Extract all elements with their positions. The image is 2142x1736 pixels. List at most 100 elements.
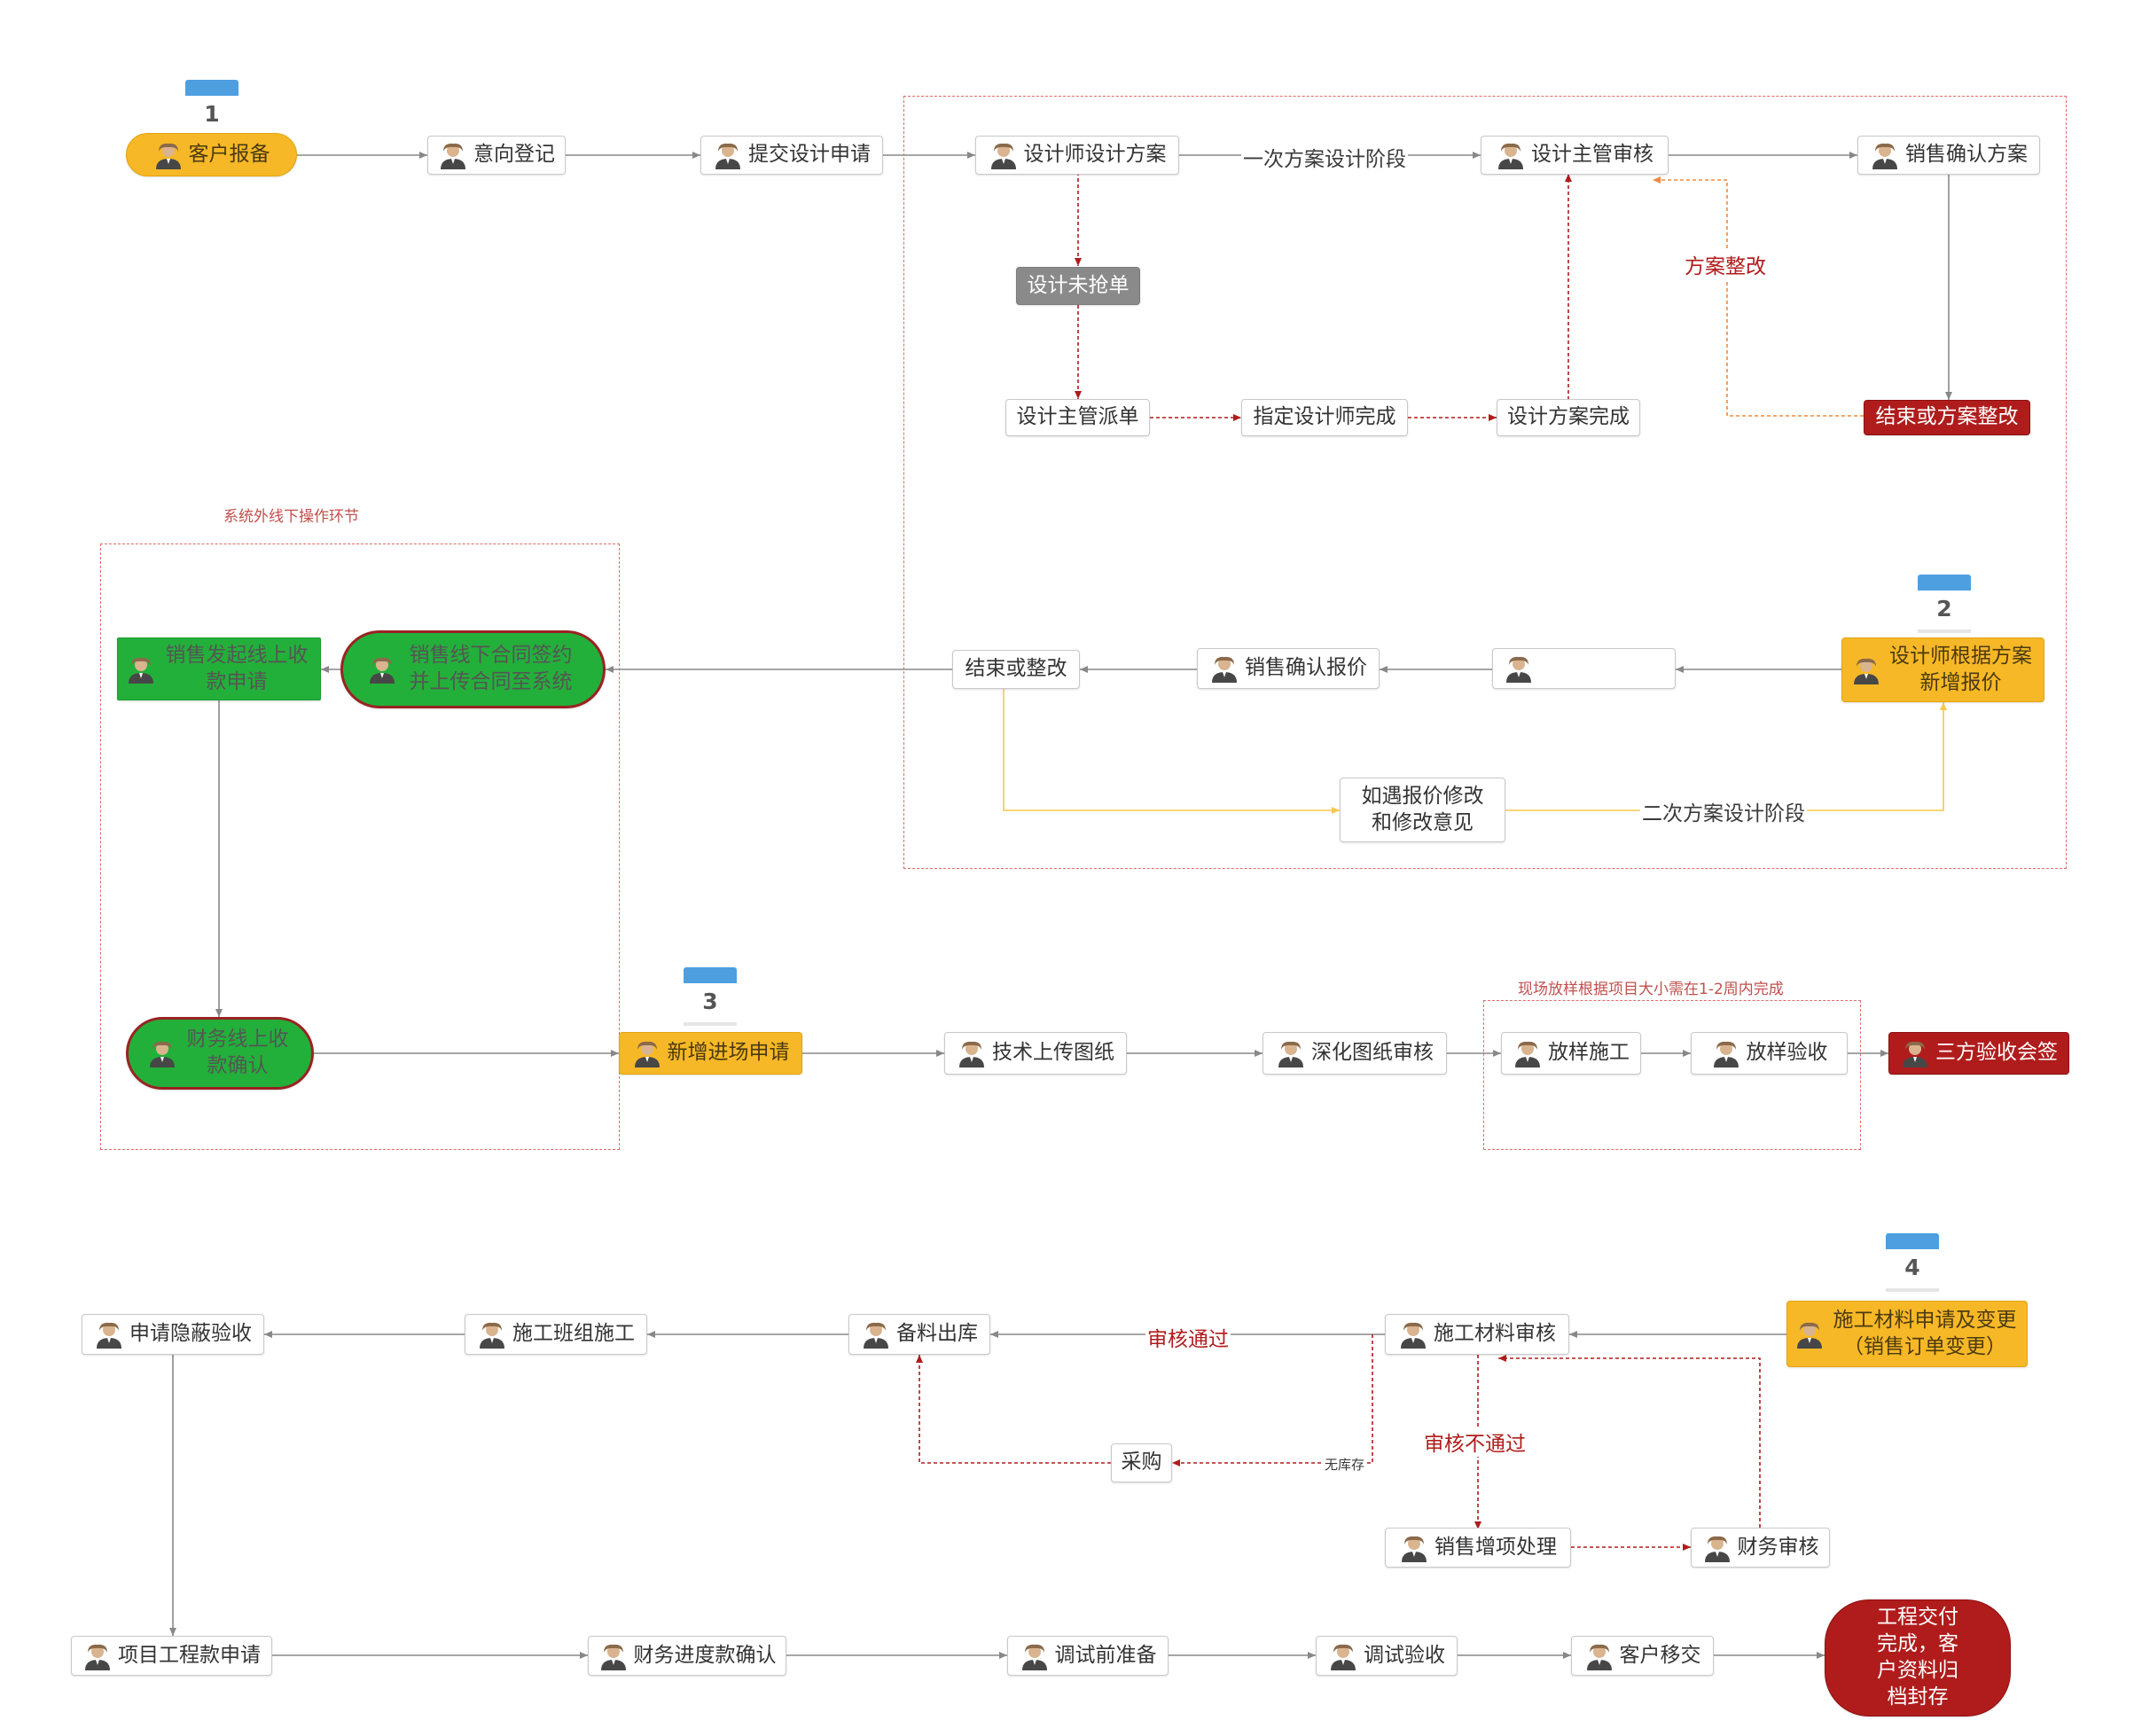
node-purchase[interactable]: 采购: [1111, 1443, 1172, 1482]
node-sales-confirm-quote[interactable]: 销售确认报价: [1197, 648, 1380, 689]
offline-ops-region-title: 系统外线下操作环节: [223, 508, 359, 526]
person-icon: [1209, 653, 1239, 684]
person-icon: [126, 654, 156, 684]
node-label: 放样验收: [1746, 1041, 1828, 1065]
edge-label-review-pass: 审核通过: [1145, 1322, 1231, 1352]
node-submit-design-apply[interactable]: 提交设计申请: [700, 136, 883, 175]
step-badge-2: 2: [1918, 575, 1971, 633]
node-material-review[interactable]: 施工材料审核: [1385, 1314, 1569, 1355]
node-finance-review[interactable]: 财务审核: [1691, 1528, 1830, 1568]
node-pre-debug-prep[interactable]: 调试前准备: [1007, 1636, 1169, 1676]
node-label: 设计主管派单: [1016, 405, 1139, 429]
node-label: 项目工程款申请: [118, 1643, 261, 1667]
node-finance-confirm[interactable]: 财务线上收款确认: [126, 1017, 314, 1090]
node-customer-report[interactable]: 客户报备: [126, 133, 297, 176]
team-icon: [1851, 655, 1881, 685]
node-label: 施工材料申请及变更（销售订单变更）: [1833, 1308, 2017, 1358]
node-label: 销售确认方案: [1905, 143, 2028, 167]
node-label: 施工材料审核: [1434, 1322, 1556, 1346]
person-sunglasses-icon: [1702, 1533, 1732, 1563]
person-sunglasses-icon: [1504, 653, 1534, 684]
node-tripartite-signoff[interactable]: 三方验收会签: [1888, 1032, 2069, 1075]
person-icon: [1020, 1641, 1050, 1671]
node-sales-extra-items[interactable]: 销售增项处理: [1385, 1528, 1571, 1568]
node-label: 财务线上收款确认: [186, 1028, 289, 1077]
person-icon: [1513, 1038, 1543, 1068]
edge: [1003, 689, 1340, 814]
node-intent-register[interactable]: 意向登记: [427, 136, 566, 175]
layout-region: [1483, 1000, 1861, 1150]
person-sunglasses-icon: [94, 1319, 124, 1349]
node-layout-acceptance[interactable]: 放样验收: [1691, 1032, 1848, 1075]
node-project-delivered[interactable]: 工程交付完成，客户资料归档封存: [1825, 1599, 2011, 1716]
edge-label-no-stock: 无库存: [1323, 1455, 1367, 1474]
node-label: 结束或方案整改: [1875, 405, 2019, 429]
node-end-or-revise[interactable]: 结束或整改: [952, 650, 1080, 689]
offline-ops-region: [100, 543, 620, 1150]
node-label: 提交设计申请: [748, 143, 871, 167]
node-label: 意向登记: [473, 143, 555, 167]
node-label: 财务进度款确认: [633, 1643, 777, 1667]
person-icon: [957, 1038, 987, 1068]
node-offline-contract[interactable]: 销售线下合同签约并上传合同至系统: [340, 630, 606, 708]
edge: [1172, 1334, 1373, 1466]
person-icon: [1584, 1641, 1614, 1671]
node-design-manager-review[interactable]: 设计主管审核: [1481, 136, 1669, 175]
node-label: 设计未抢单: [1027, 273, 1130, 297]
node-label: 三方验收会签: [1935, 1041, 2058, 1065]
person-icon: [713, 140, 743, 170]
node-blank[interactable]: [1492, 648, 1676, 689]
node-label: 指定设计师完成: [1253, 405, 1396, 429]
node-customer-handover[interactable]: 客户移交: [1571, 1636, 1714, 1676]
node-finance-progress-confirm[interactable]: 财务进度款确认: [588, 1636, 786, 1676]
node-design-manager-dispatch[interactable]: 设计主管派单: [1005, 399, 1150, 436]
team-icon: [477, 1319, 507, 1349]
node-new-site-apply[interactable]: 新增进场申请: [619, 1032, 802, 1075]
node-quote-revision[interactable]: 如遇报价修改和修改意见: [1340, 778, 1505, 842]
node-assigned-designer-done[interactable]: 指定设计师完成: [1241, 399, 1408, 436]
node-designer-add-quote[interactable]: 设计师根据方案新增报价: [1841, 637, 2044, 702]
node-label: 施工班组施工: [512, 1322, 635, 1346]
team-icon: [1900, 1038, 1930, 1068]
person-sunglasses-icon: [1711, 1038, 1741, 1068]
node-designer-design-plan[interactable]: 设计师设计方案: [975, 136, 1179, 175]
node-online-payment-apply[interactable]: 销售发起线上收款申请: [117, 637, 321, 700]
node-label: 深化图纸审核: [1311, 1041, 1434, 1065]
edge: [1498, 1355, 1761, 1528]
design-stage-region: [903, 96, 2067, 869]
node-stock-out[interactable]: 备料出库: [848, 1314, 990, 1355]
node-hidden-acceptance[interactable]: 申请隐蔽验收: [82, 1314, 264, 1355]
team-icon: [989, 140, 1019, 170]
node-label: 结束或整改: [965, 657, 1067, 681]
node-material-apply[interactable]: 施工材料申请及变更（销售订单变更）: [1786, 1301, 2028, 1367]
node-team-construction[interactable]: 施工班组施工: [465, 1314, 647, 1355]
step-badge-4: 4: [1886, 1233, 1939, 1292]
node-layout-construction[interactable]: 放样施工: [1501, 1032, 1641, 1075]
person-sunglasses-icon: [147, 1038, 177, 1068]
node-label: 销售确认报价: [1245, 656, 1367, 680]
node-label: 申请隐蔽验收: [129, 1322, 252, 1346]
person-icon: [1870, 140, 1900, 170]
edge: [916, 1355, 1111, 1464]
node-design-not-grabbed[interactable]: 设计未抢单: [1016, 267, 1140, 305]
node-upload-drawings[interactable]: 技术上传图纸: [944, 1032, 1127, 1075]
node-design-plan-done[interactable]: 设计方案完成: [1497, 399, 1640, 436]
edge: [1653, 176, 1864, 417]
node-debug-acceptance[interactable]: 调试验收: [1316, 1636, 1458, 1676]
person-sunglasses-icon: [1328, 1641, 1358, 1671]
node-label: 工程交付完成，客户资料归档封存: [1877, 1606, 1958, 1709]
person-icon: [1399, 1533, 1429, 1563]
step-badge-3: 3: [684, 967, 737, 1026]
node-label: 设计主管审核: [1531, 143, 1653, 167]
node-project-payment-apply[interactable]: 项目工程款申请: [71, 1636, 272, 1676]
node-label: 新增进场申请: [667, 1041, 790, 1065]
node-label: 客户移交: [1619, 1643, 1701, 1667]
node-deepen-review[interactable]: 深化图纸审核: [1263, 1032, 1447, 1075]
node-label: 调试验收: [1364, 1643, 1445, 1667]
node-label: 销售线下合同签约并上传合同至系统: [409, 644, 573, 693]
node-sales-confirm-plan[interactable]: 销售确认方案: [1857, 136, 2040, 175]
layout-region-title: 现场放样根据项目大小需在1-2周内完成: [1518, 981, 1784, 998]
node-end-or-revise-plan[interactable]: 结束或方案整改: [1864, 400, 2030, 435]
